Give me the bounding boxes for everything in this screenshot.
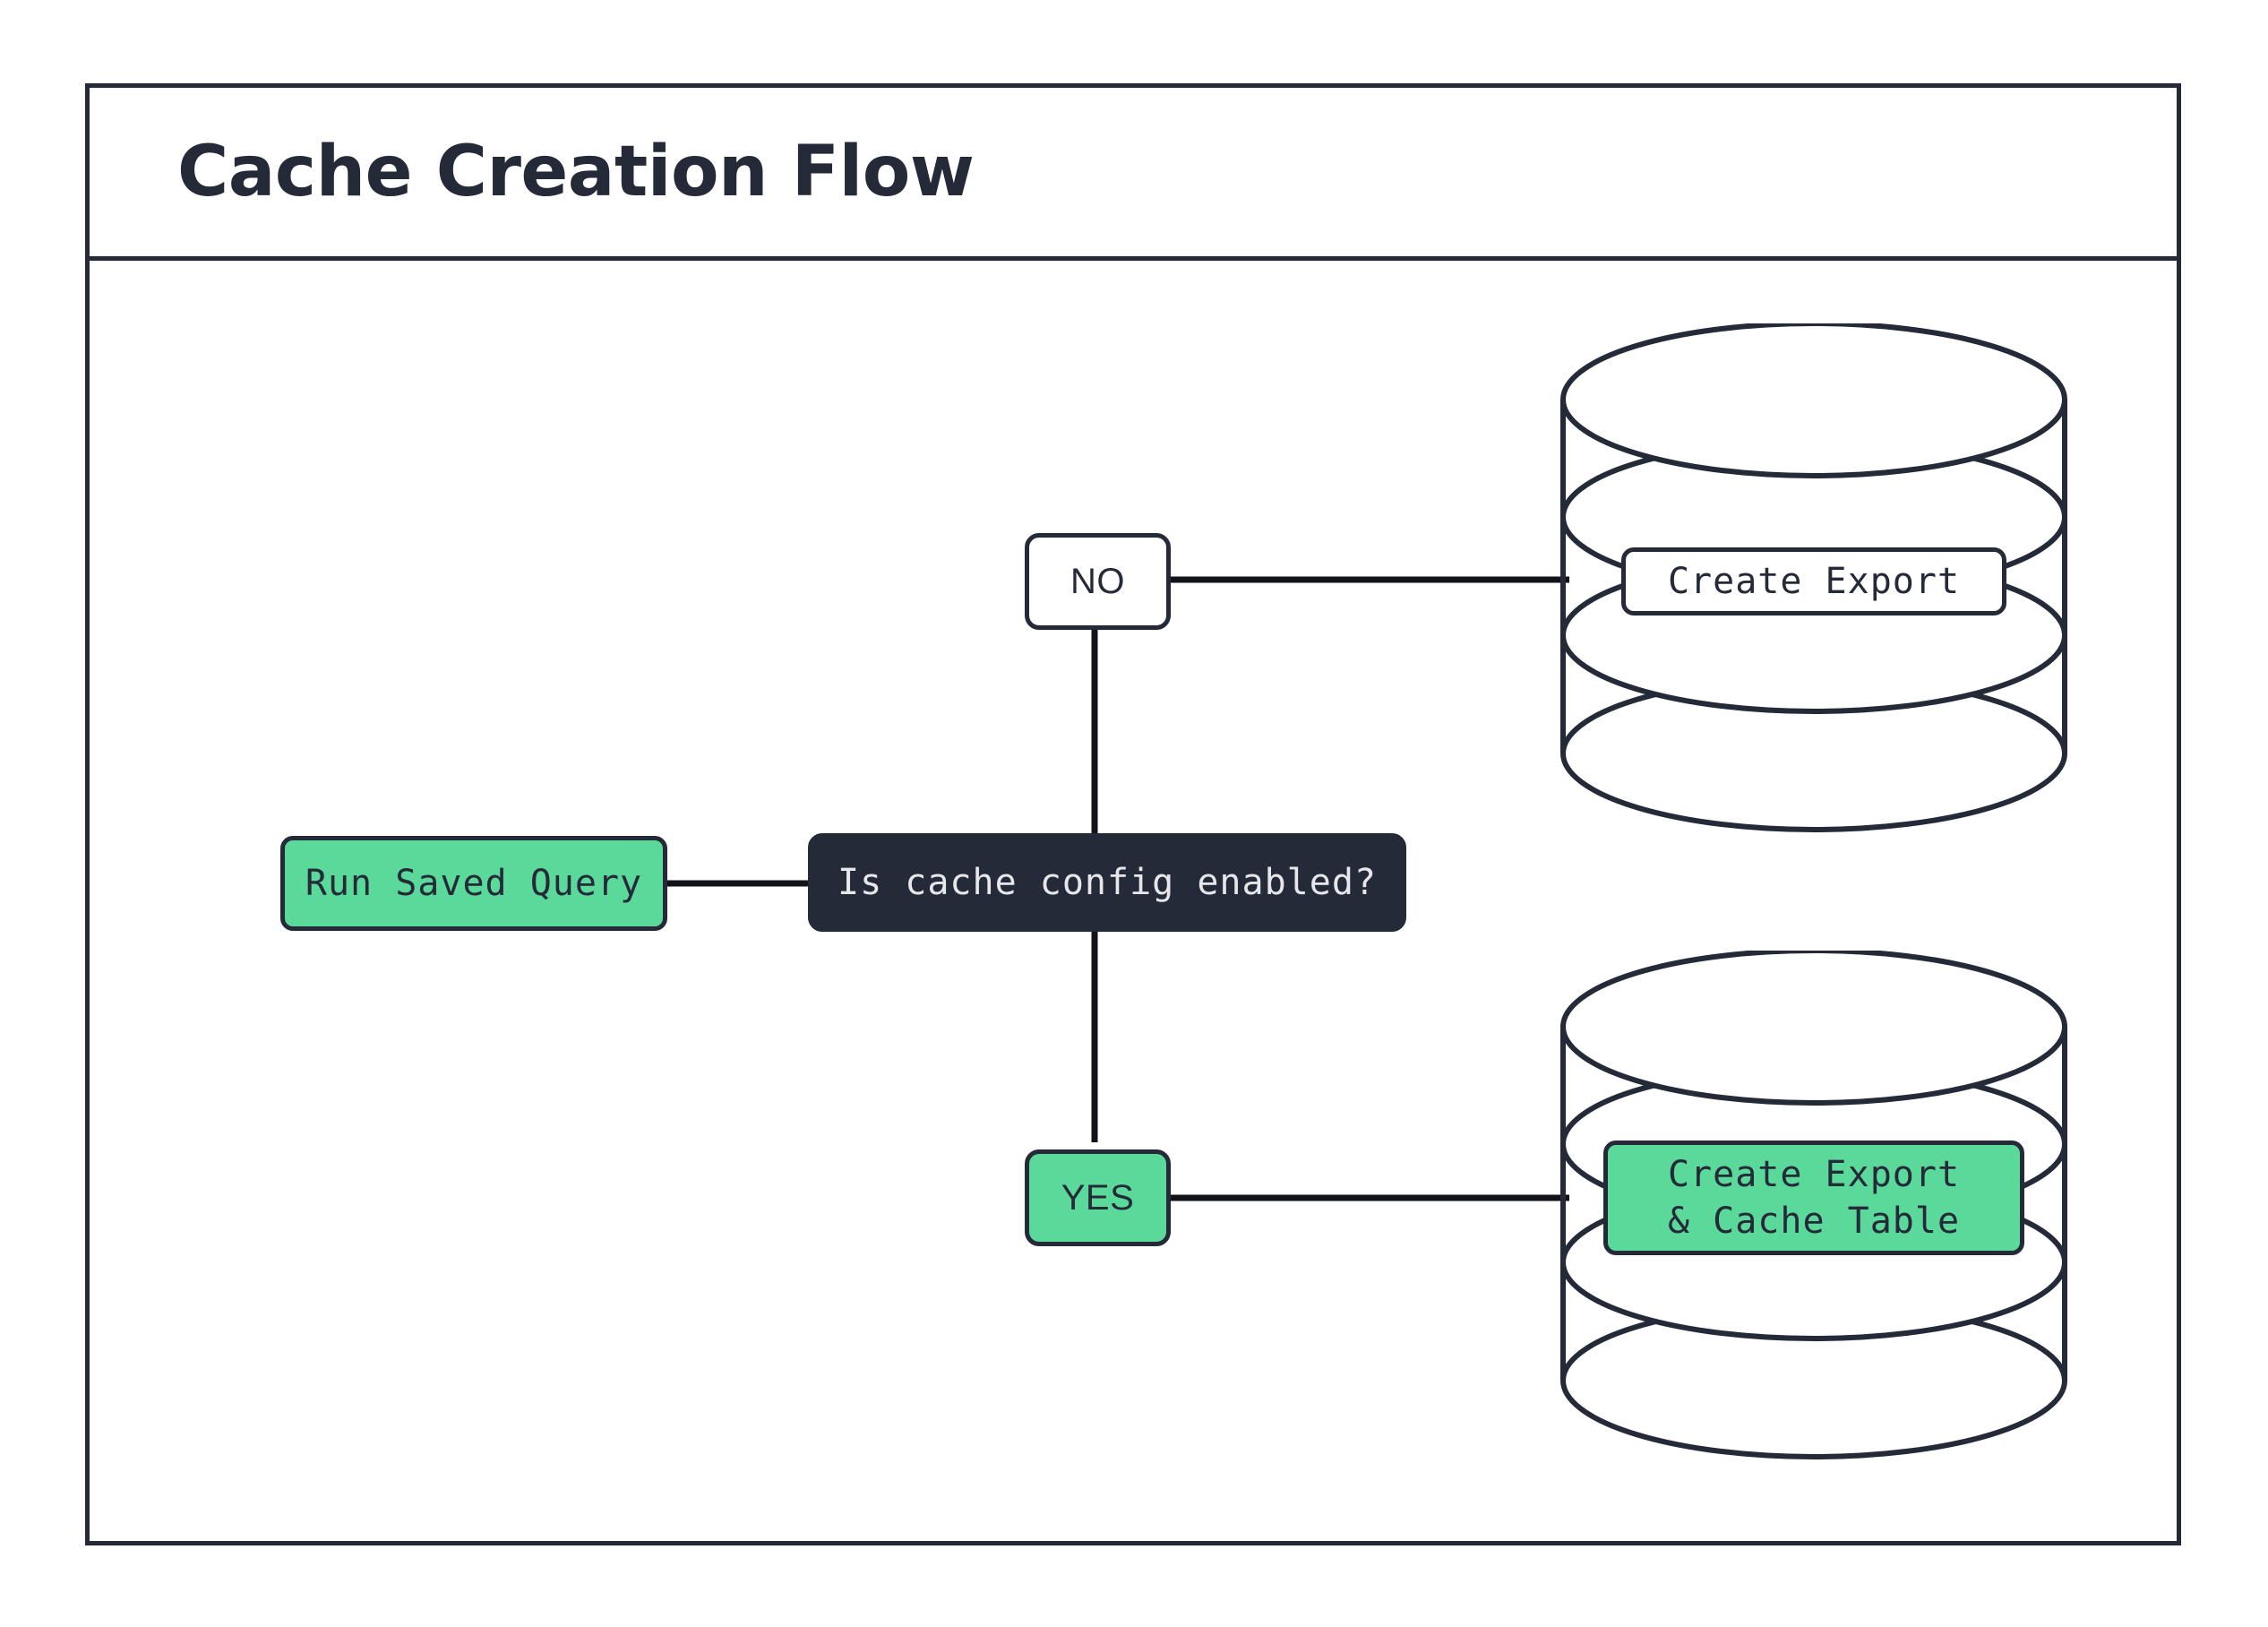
database-cylinder-create-export-cache-table: Create Export & Cache Table (1560, 951, 2067, 1461)
database-label-create-export-cache-table: Create Export & Cache Table (1603, 1141, 2024, 1255)
node-is-cache-config-enabled[interactable]: Is cache config enabled? (808, 833, 1406, 932)
node-branch-no[interactable]: NO (1025, 533, 1171, 630)
page-title: Cache Creation Flow (177, 132, 975, 212)
diagram-title-bar: Cache Creation Flow (90, 88, 2177, 261)
database-cylinder-create-export: Create Export (1560, 323, 2067, 834)
database-label-create-export: Create Export (1621, 547, 2006, 616)
node-branch-yes[interactable]: YES (1025, 1149, 1171, 1246)
node-run-saved-query[interactable]: Run Saved Query (280, 836, 667, 931)
